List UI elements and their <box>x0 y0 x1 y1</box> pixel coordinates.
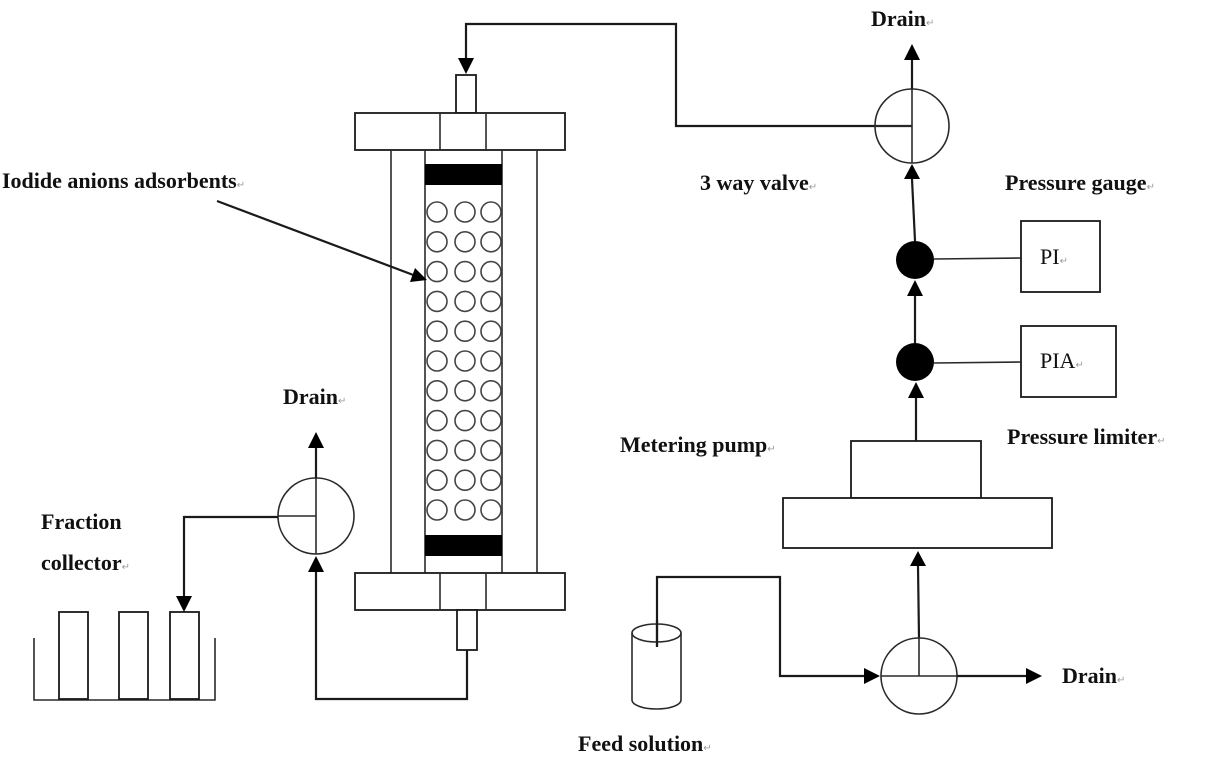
adsorbent-bead <box>426 201 448 223</box>
label-feed-solution: Feed solution↵ <box>578 731 712 756</box>
adsorbent-bead <box>480 260 502 283</box>
adsorbent-bead <box>426 231 448 253</box>
three-way-valve-left[interactable] <box>277 477 355 555</box>
adsorbent-bead <box>480 231 502 253</box>
adsorbent-bead <box>426 350 448 372</box>
pipe-column-to-valve <box>314 572 469 701</box>
adsorbent-bead <box>426 260 448 283</box>
adsorbent-bead <box>426 469 448 492</box>
arrow-up-drain-top <box>904 44 920 60</box>
adsorbent-bead <box>480 469 502 492</box>
label-pressure-limiter: Pressure limiter↵ <box>1007 424 1165 449</box>
pointer-arrowhead <box>410 268 427 282</box>
column-top-stub <box>455 74 477 114</box>
label-metering-pump: Metering pump↵ <box>620 432 776 457</box>
column-bottom-stub <box>456 609 478 651</box>
arrow-up-into-valve <box>308 556 324 572</box>
adsorbent-bead <box>480 201 502 223</box>
arrow-up-drain-left <box>308 432 324 448</box>
adsorbent-bead <box>454 320 476 343</box>
pipe-gauge-to-valve <box>910 178 917 242</box>
adsorbent-bead <box>454 290 476 313</box>
adsorbent-bead <box>454 231 476 253</box>
adsorbent-bead <box>480 439 502 462</box>
adsorbent-bead <box>426 290 448 313</box>
adsorbent-bead <box>454 469 476 492</box>
arrow-down-into-column <box>458 58 474 74</box>
arrow-up-into-valve-top <box>904 164 920 179</box>
label-fraction: Fraction <box>41 509 122 534</box>
fraction-collector <box>33 611 216 701</box>
pipe-to-fraction-collector <box>182 515 278 596</box>
top-frit <box>425 164 502 185</box>
pressure-gauge-node <box>896 241 934 279</box>
collector-tube <box>169 611 200 700</box>
adsorbent-bead <box>480 409 502 432</box>
pointer-to-adsorbents <box>216 199 417 278</box>
adsorbent-bead <box>454 350 476 372</box>
pump-head <box>850 440 982 499</box>
label-pi: PI↵ <box>1040 244 1068 269</box>
pipe-feed-to-valve <box>655 575 864 678</box>
adsorbent-bead <box>454 260 476 283</box>
collector-tube <box>58 611 89 700</box>
adsorbent-bead <box>480 350 502 372</box>
adsorbent-bead <box>454 499 476 521</box>
label-drain-left: Drain↵ <box>283 384 346 409</box>
column-top-flange <box>354 112 566 151</box>
pipe-valve-to-column <box>464 22 912 128</box>
adsorbent-bead <box>426 320 448 343</box>
adsorbent-bead <box>426 499 448 521</box>
pipe-valve-to-pump <box>916 565 921 639</box>
adsorbent-beads <box>426 201 502 521</box>
beaker-body <box>631 633 682 710</box>
label-pressure-gauge: Pressure gauge↵ <box>1005 170 1155 195</box>
bottom-frit <box>425 535 502 556</box>
pressure-limiter-node <box>896 343 934 381</box>
adsorbent-bead <box>480 379 502 402</box>
arrow-down-collector <box>176 596 192 612</box>
arrow-right-drain <box>1026 668 1042 684</box>
collector-tube <box>118 611 149 700</box>
return-line-to-column <box>458 22 912 128</box>
adsorbent-bead <box>480 290 502 313</box>
adsorbent-bead <box>426 439 448 462</box>
label-3-way-valve: 3 way valve↵ <box>700 170 817 195</box>
metering-pump <box>782 440 1053 549</box>
adsorbent-bead <box>426 379 448 402</box>
adsorbent-bead <box>454 439 476 462</box>
label-collector: collector↵ <box>41 550 130 575</box>
label-adsorbents: Iodide anions adsorbents↵ <box>2 168 245 193</box>
arrow-up-to-pump <box>910 551 926 566</box>
three-way-valve-top[interactable] <box>874 88 950 164</box>
label-pia: PIA↵ <box>1040 348 1084 373</box>
arrow-up-to-pia <box>908 382 924 398</box>
pia-box <box>1020 325 1117 398</box>
three-way-valve-bottom[interactable] <box>880 637 958 715</box>
pia-connector <box>933 361 1022 364</box>
adsorbent-bead <box>426 409 448 432</box>
collector-rack <box>33 638 216 701</box>
feed-solution-container <box>631 620 682 710</box>
adsorbent-bead <box>454 379 476 402</box>
pi-connector <box>933 257 1022 260</box>
adsorbent-bead <box>480 320 502 343</box>
adsorbent-bead <box>454 409 476 432</box>
pump-base <box>782 497 1053 549</box>
adsorbent-bead <box>454 201 476 223</box>
column-bottom-flange <box>354 572 566 611</box>
label-drain-bottom: Drain↵ <box>1062 663 1125 688</box>
adsorption-column <box>354 74 566 651</box>
arrow-up-to-pi <box>907 280 923 296</box>
arrow-right-into-valve <box>864 668 880 684</box>
pi-box <box>1020 220 1101 293</box>
adsorbent-bead <box>480 499 502 521</box>
label-drain-top: Drain↵ <box>871 6 934 31</box>
